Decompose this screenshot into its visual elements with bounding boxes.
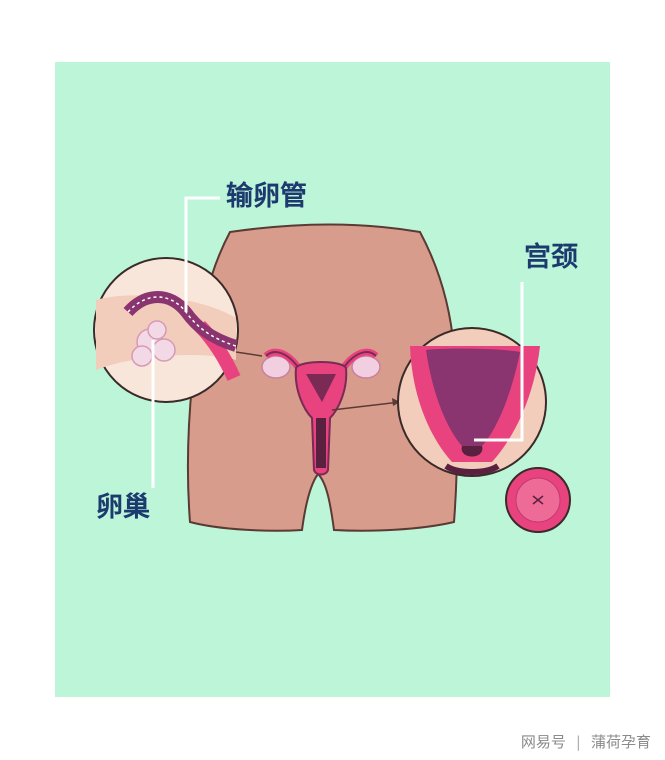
left-ovary [261, 355, 291, 379]
watermark-platform: 网易号 [520, 733, 566, 751]
cervix-callout [397, 327, 547, 477]
vaginal-canal [316, 418, 326, 468]
fallopian-tube-label: 输卵管 [226, 181, 307, 212]
watermark-separator: | [575, 733, 581, 751]
cervix-end-view [505, 467, 571, 533]
fallopian-tube-leader [184, 196, 220, 312]
magnified-cervix [426, 348, 520, 446]
right-ovary [351, 355, 381, 379]
ovary-label: 卵巢 [96, 492, 150, 523]
uterus-diagram [261, 348, 381, 476]
cervix-label: 宫颈 [524, 242, 578, 273]
arrow-to-cervix-callout [331, 401, 401, 411]
ovary-callout [93, 257, 241, 403]
arrow-to-ovary-callout [235, 351, 263, 357]
watermark: 网易号 | 蒲荷孕育 [521, 731, 651, 752]
uterine-cavity [306, 374, 336, 402]
cervix-leader [474, 282, 524, 442]
magnified-ovary [131, 320, 176, 367]
watermark-account: 蒲荷孕育 [590, 733, 651, 751]
